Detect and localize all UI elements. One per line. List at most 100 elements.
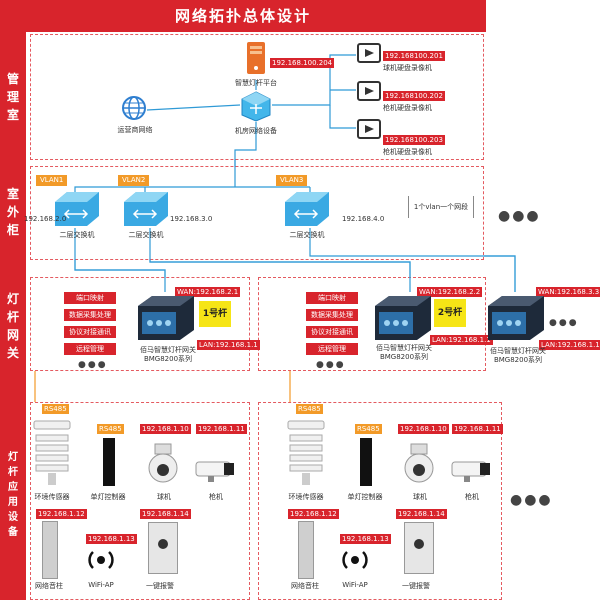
more-dots: ●●● — [498, 208, 541, 224]
dome-camera-icon — [401, 442, 437, 486]
wifi-icon — [340, 545, 370, 575]
alarm-icon — [148, 522, 178, 574]
gateway-functions-2: 端口映射 数据采集处理 协议对接通讯 远程管理 — [306, 292, 358, 355]
alarm-icon — [404, 522, 434, 574]
gateway-model: BMG8200系列 — [379, 353, 429, 361]
device-label: 网络音柱 — [35, 582, 63, 590]
section-label-outdoor: 室外柜 — [0, 185, 26, 239]
switch-subnet: 192.168.2.0 — [24, 215, 67, 223]
pole-tag: 1号杆 — [199, 301, 231, 327]
switch-subnet: 192.168.3.0 — [170, 215, 213, 223]
device-ip: 192.168.1.10 — [140, 424, 191, 434]
lamp-controller-icon — [103, 438, 115, 486]
nvr-icon — [356, 116, 382, 142]
device-ip: 192.168.1.12 — [36, 509, 87, 519]
device-ip: 192.168.1.14 — [140, 509, 191, 519]
function-item: 远程管理 — [306, 343, 358, 355]
recorder-ip: 192.168100.201 — [383, 51, 445, 61]
device-label: 枪机 — [465, 493, 479, 501]
device-ip: 192.168.1.13 — [340, 534, 391, 544]
device-label: 一键报警 — [402, 582, 430, 590]
function-item: 远程管理 — [64, 343, 116, 355]
device-label: 单灯控制器 — [347, 493, 383, 501]
device-label: 枪机 — [209, 493, 223, 501]
gateway-lan: LAN:192.168.1.1 — [430, 335, 493, 345]
gateway-model: BMG8200系列 — [143, 355, 193, 363]
vlan-tag: VLAN3 — [276, 175, 308, 186]
section-label-text: 灯杆应用设备 — [8, 452, 18, 538]
function-item: 数据采集处理 — [64, 309, 116, 321]
switch-subnet: 192.168.4.0 — [342, 215, 385, 223]
device-ip: 192.168.1.12 — [288, 509, 339, 519]
platform-ip: 192.168.100.204 — [270, 58, 335, 68]
recorder-label: 枪机硬盘录像机 — [383, 104, 432, 112]
device-label: 球机 — [413, 493, 427, 501]
section-label-text: 室外柜 — [7, 187, 20, 237]
more-dots: ●●● — [549, 318, 579, 328]
device-ip: 192.168.1.11 — [452, 424, 503, 434]
gateway-name: 佰马智慧灯杆网关 — [376, 344, 432, 352]
recorder-label: 球机硬盘录像机 — [383, 64, 432, 72]
isp-label: 运营商网络 — [117, 126, 153, 134]
speaker-column-icon — [298, 521, 314, 579]
vlan-note: 1个vlan一个网段 — [413, 203, 469, 211]
device-label: 球机 — [157, 493, 171, 501]
speaker-column-icon — [42, 521, 58, 579]
recorder-label: 枪机硬盘录像机 — [383, 148, 432, 156]
diagram-title: 网络拓扑总体设计 — [0, 0, 486, 32]
switch-label: 二层交换机 — [59, 231, 95, 239]
device-ip: 192.168.1.13 — [86, 534, 137, 544]
gateway-wan: WAN:192.168.3.3 — [536, 287, 600, 297]
core-switch-icon — [240, 90, 272, 122]
vlan-tag: VLAN2 — [118, 175, 150, 186]
gateway-device-icon — [488, 296, 544, 340]
globe-icon — [121, 95, 147, 121]
rs485-tag: RS485 — [97, 424, 124, 434]
nvr-icon — [356, 78, 382, 104]
more-dots: ●●● — [78, 360, 108, 370]
switch-label: 二层交换机 — [289, 231, 325, 239]
device-label: WiFi-AP — [88, 581, 114, 589]
l2-switch-icon — [55, 192, 99, 226]
env-sensor-icon — [284, 415, 328, 487]
pole-tag: 2号杆 — [434, 299, 466, 327]
device-label: 单灯控制器 — [90, 493, 126, 501]
device-ip: 192.168.1.10 — [398, 424, 449, 434]
device-label: 环境传感器 — [288, 493, 324, 501]
l2-switch-icon — [285, 192, 329, 226]
bullet-camera-icon — [194, 458, 236, 484]
platform-label: 智慧灯杆平台 — [235, 79, 277, 87]
recorder-ip: 192.168100.202 — [383, 91, 445, 101]
gateway-model: BMG8200系列 — [493, 356, 543, 364]
vlan-note-bracket: 1个vlan一个网段 — [408, 196, 474, 218]
section-label-gateway: 灯杆网关 — [0, 290, 26, 362]
bullet-camera-icon — [450, 458, 492, 484]
l2-switch-icon — [124, 192, 168, 226]
section-label-devices: 灯杆应用设备 — [0, 450, 26, 540]
device-label: 网络音柱 — [291, 582, 319, 590]
gateway-wan: WAN:192.168.2.1 — [175, 287, 241, 297]
more-dots: ●●● — [316, 360, 346, 370]
env-sensor-icon — [30, 415, 74, 487]
more-dots: ●●● — [510, 492, 553, 508]
rs485-tag: RS485 — [296, 404, 323, 414]
function-item: 端口映射 — [306, 292, 358, 304]
section-label-management: 管理室 — [0, 70, 26, 124]
function-item: 数据采集处理 — [306, 309, 358, 321]
gateway-lan: LAN:192.168.1.1 — [539, 340, 600, 350]
function-item: 端口映射 — [64, 292, 116, 304]
gateway-lan: LAN:192.168.1.1 — [197, 340, 260, 350]
section-label-text: 管理室 — [7, 72, 20, 122]
device-ip: 192.168.1.14 — [396, 509, 447, 519]
nvr-icon — [356, 40, 382, 66]
gateway-name: 佰马智慧灯杆网关 — [490, 347, 546, 355]
core-switch-label: 机房网络设备 — [235, 127, 277, 135]
device-label: 一键报警 — [146, 582, 174, 590]
gateway-wan: WAN:192.168.2.2 — [417, 287, 483, 297]
wifi-icon — [86, 545, 116, 575]
recorder-ip: 192.168100.203 — [383, 135, 445, 145]
dome-camera-icon — [145, 442, 181, 486]
device-ip: 192.168.1.11 — [196, 424, 247, 434]
gateway-functions-1: 端口映射 数据采集处理 协议对接通讯 远程管理 — [64, 292, 116, 355]
